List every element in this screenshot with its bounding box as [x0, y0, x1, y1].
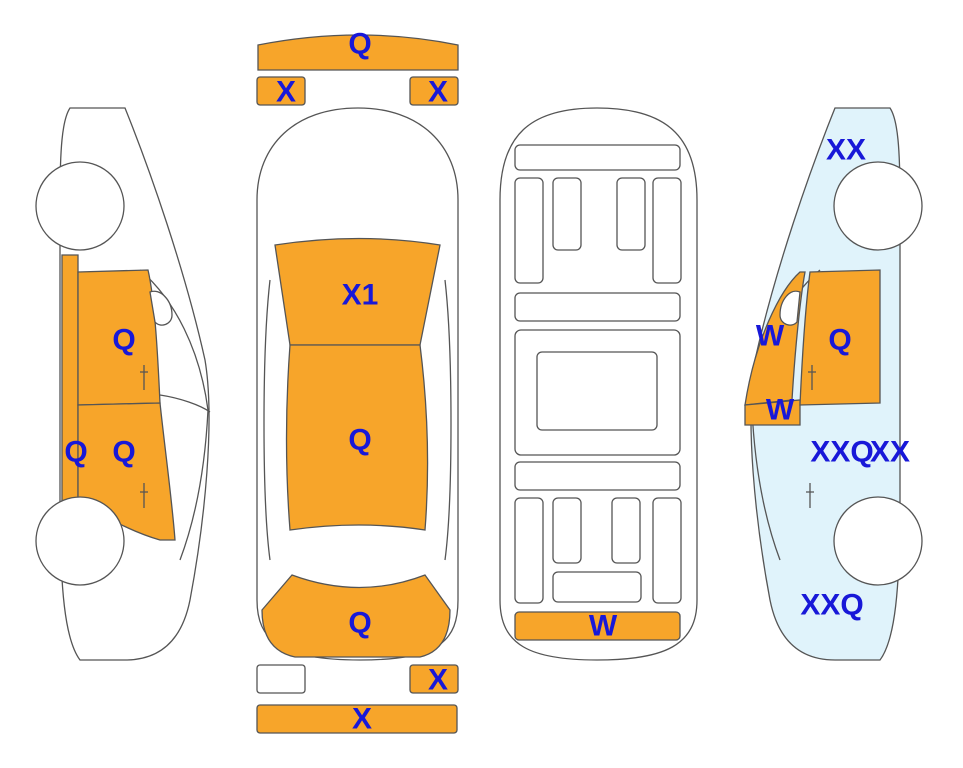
label-front-left-corner: X — [276, 76, 296, 109]
right-front-wheel — [833, 161, 923, 251]
label-right-rear-quarter: XXQ — [800, 589, 863, 622]
label-left-rear-door: Q — [112, 436, 135, 469]
underbody-rear-panel — [514, 611, 681, 641]
front-right-corner — [409, 76, 459, 106]
right-mirror-area — [744, 399, 801, 426]
label-right-a-pillar: W — [756, 320, 785, 353]
left-rear-door-handle — [140, 483, 148, 508]
left-side-window-inner — [159, 394, 211, 413]
label-trunk: Q — [348, 607, 371, 640]
right-side-view: XX Q W W XXQ XX XXQ — [744, 107, 923, 661]
underbody-panel-mid2 — [514, 461, 681, 491]
underbody-panel-center — [536, 351, 658, 431]
label-right-rear-door-a: XXQ — [810, 436, 873, 469]
label-right-front-door: Q — [828, 324, 851, 357]
top-view-side-line-left — [263, 279, 271, 561]
roof — [285, 344, 429, 531]
rear-bumper — [256, 704, 458, 734]
rear-left-corner — [256, 664, 306, 694]
right-rear-wheel — [833, 496, 923, 586]
underbody-panel-g — [611, 497, 641, 564]
underbody-panel-d — [652, 177, 682, 284]
left-front-wheel — [35, 161, 125, 251]
label-rear-bumper: X — [352, 703, 372, 736]
left-side-view: Q Q Q — [35, 107, 211, 661]
label-front-bumper: Q — [348, 28, 371, 61]
front-bumper — [257, 34, 459, 71]
label-front-right-corner: X — [428, 76, 448, 109]
trunk — [261, 574, 451, 658]
underbody-panel-e — [514, 497, 544, 604]
underbody-panel-i — [552, 571, 642, 603]
front-left-corner — [256, 76, 306, 106]
top-view-side-line-right — [444, 279, 452, 561]
label-left-front-door: Q — [112, 324, 135, 357]
right-front-door-handle — [808, 365, 816, 390]
underbody-view: W — [499, 107, 698, 661]
label-hood: X1 — [342, 279, 379, 312]
hood — [274, 237, 441, 346]
underbody-panel-mid1 — [514, 292, 681, 322]
label-right-fender: XX — [826, 134, 866, 167]
label-right-rear-door-b: XX — [870, 436, 910, 469]
left-side-mirror — [149, 290, 173, 326]
label-roof: Q — [348, 424, 371, 457]
underbody-panel-h — [652, 497, 682, 604]
underbody-panel-c — [616, 177, 646, 251]
underbody-panel-a — [514, 177, 544, 284]
label-right-mirror-area: W — [766, 394, 795, 427]
left-front-door-handle — [140, 365, 148, 390]
underbody-panel-f — [552, 497, 582, 564]
underbody-panel-b — [552, 177, 582, 251]
label-rear-right-corner: X — [428, 664, 448, 697]
right-front-door — [799, 269, 881, 406]
rear-right-corner — [409, 664, 459, 694]
left-rear-wheel — [35, 496, 125, 586]
underbody-panel-front — [514, 144, 681, 171]
right-rear-door-handle — [806, 483, 814, 508]
label-underbody-rear: W — [589, 610, 618, 643]
top-view: Q X X X1 Q Q X X — [256, 28, 459, 736]
right-side-mirror — [779, 290, 801, 326]
label-left-rocker: Q — [64, 436, 87, 469]
